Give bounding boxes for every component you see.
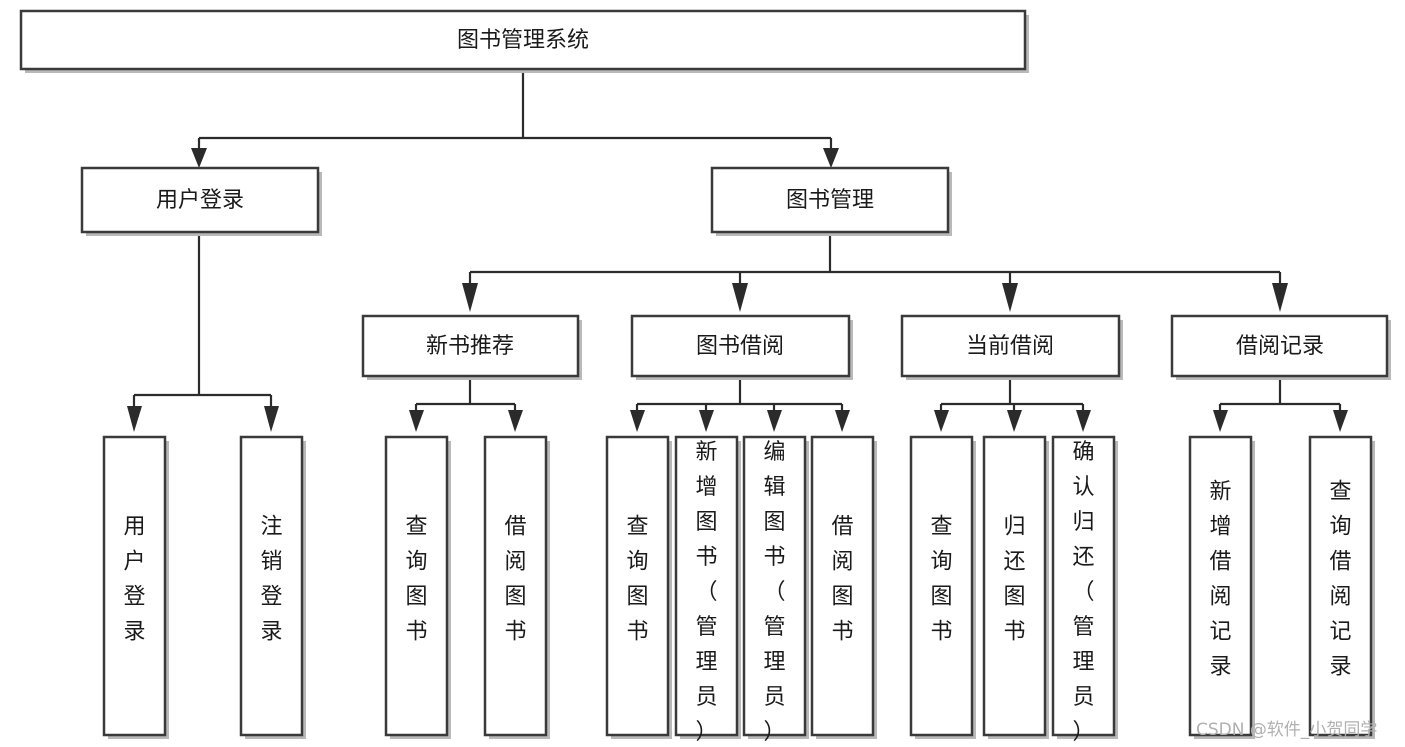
node-book-borrow[interactable]: 图书借阅 bbox=[630, 314, 853, 380]
book-manage-label: 图书管理 bbox=[786, 188, 874, 213]
new-book-recommend-box bbox=[361, 314, 580, 378]
leaf-borrow-book-label: 借阅图书 bbox=[831, 515, 853, 645]
node-leaf-query-book-recommend[interactable]: 查询图书 bbox=[384, 435, 451, 739]
book-borrow-label: 图书借阅 bbox=[696, 334, 784, 359]
user-login-box bbox=[80, 166, 320, 234]
arrow-head-leaf-query-record bbox=[1333, 410, 1348, 432]
arrow-head-leaf-confirm-return bbox=[1076, 410, 1091, 432]
node-user-login[interactable]: 用户登录 bbox=[80, 166, 322, 236]
leaf-query-book-current-label: 查询图书 bbox=[930, 515, 952, 645]
arrow-head-leaf-add-book bbox=[699, 410, 714, 432]
leaf-confirm-return-box bbox=[1051, 435, 1116, 737]
arrow-head-leaf-query-book-borrow bbox=[630, 410, 645, 432]
leaf-user-login-box bbox=[102, 435, 167, 737]
arrow-head-leaf-query-book-recommend bbox=[409, 410, 424, 432]
leaf-add-book-box bbox=[674, 435, 739, 737]
leaf-query-book-recommend-box bbox=[384, 435, 449, 737]
node-current-borrow[interactable]: 当前借阅 bbox=[900, 314, 1123, 380]
current-borrow-label: 当前借阅 bbox=[966, 334, 1054, 359]
node-leaf-add-book[interactable]: 新增图书（管理员） bbox=[674, 435, 741, 745]
book-borrow-box bbox=[630, 314, 851, 378]
arrow-head-borrow-record bbox=[1272, 283, 1288, 312]
leaf-edit-book-label: 编辑图书（管理员） bbox=[763, 440, 785, 745]
leaf-return-book-label: 归还图书 bbox=[1003, 515, 1025, 645]
leaf-add-record-label: 新增借阅记录 bbox=[1209, 480, 1231, 680]
watermark: CSDN @软件_小贺同学 bbox=[1196, 720, 1377, 740]
connector-layer bbox=[127, 69, 1348, 432]
node-leaf-user-login[interactable]: 用户登录 bbox=[102, 435, 169, 739]
arrow-head-book-borrow bbox=[732, 283, 748, 312]
leaf-confirm-return-label: 确认归还（管理员） bbox=[1072, 440, 1094, 745]
arrow-head-leaf-add-record bbox=[1213, 410, 1228, 432]
arrow-head-new-book-recommend bbox=[462, 283, 478, 312]
node-leaf-add-record[interactable]: 新增借阅记录 bbox=[1188, 435, 1255, 739]
arrow-head-leaf-return-book bbox=[1007, 410, 1022, 432]
user-login-label: 用户登录 bbox=[156, 188, 244, 213]
leaf-query-record-label: 查询借阅记录 bbox=[1329, 480, 1351, 680]
arrow-head-leaf-user-login bbox=[127, 406, 142, 432]
node-leaf-query-record[interactable]: 查询借阅记录 bbox=[1308, 435, 1375, 739]
leaf-layer: 用户登录 注销登录 查询图书 借阅图书 查询图书 新增图书（管理员） 编辑图书（管理员） 借阅… bbox=[102, 435, 1375, 745]
leaf-borrow-book-recommend-label: 借阅图书 bbox=[504, 515, 526, 645]
leaf-return-book-box bbox=[982, 435, 1047, 737]
leaf-query-record-box bbox=[1308, 435, 1373, 737]
node-root[interactable]: 图书管理系统 bbox=[19, 9, 1029, 73]
current-borrow-box bbox=[900, 314, 1121, 378]
arrow-head-leaf-borrow-book bbox=[835, 410, 850, 432]
leaf-user-login-label: 用户登录 bbox=[123, 515, 145, 645]
node-book-manage[interactable]: 图书管理 bbox=[710, 166, 952, 236]
root-box bbox=[19, 9, 1027, 71]
node-leaf-return-book[interactable]: 归还图书 bbox=[982, 435, 1049, 739]
borrow-record-label: 借阅记录 bbox=[1236, 334, 1324, 359]
node-leaf-query-book-borrow[interactable]: 查询图书 bbox=[605, 435, 672, 739]
leaf-add-book-label: 新增图书（管理员） bbox=[695, 440, 717, 745]
leaf-logout-box bbox=[239, 435, 304, 737]
arrow-head-leaf-borrow-book-recommend bbox=[508, 410, 523, 432]
node-leaf-confirm-return[interactable]: 确认归还（管理员） bbox=[1051, 435, 1118, 745]
node-leaf-borrow-book[interactable]: 借阅图书 bbox=[810, 435, 877, 739]
arrow-head-leaf-edit-book bbox=[767, 410, 782, 432]
node-leaf-edit-book[interactable]: 编辑图书（管理员） bbox=[742, 435, 809, 745]
arrow-head-current-borrow bbox=[1002, 283, 1018, 312]
book-manage-box bbox=[710, 166, 950, 234]
borrow-record-box bbox=[1170, 314, 1389, 378]
leaf-query-book-current-box bbox=[909, 435, 974, 737]
node-new-book-recommend[interactable]: 新书推荐 bbox=[361, 314, 582, 380]
leaf-borrow-book-recommend-box bbox=[483, 435, 548, 737]
leaf-query-book-borrow-label: 查询图书 bbox=[626, 515, 648, 645]
arrow-head-leaf-logout bbox=[264, 406, 279, 432]
leaf-query-book-borrow-box bbox=[605, 435, 670, 737]
leaf-query-book-recommend-label: 查询图书 bbox=[405, 515, 427, 645]
leaf-borrow-book-box bbox=[810, 435, 875, 737]
leaf-add-record-box bbox=[1188, 435, 1253, 737]
arrow-head-user-login bbox=[191, 148, 207, 168]
arrow-head-book-manage bbox=[823, 148, 839, 168]
node-leaf-borrow-book-recommend[interactable]: 借阅图书 bbox=[483, 435, 550, 739]
new-book-recommend-label: 新书推荐 bbox=[426, 334, 514, 359]
node-leaf-query-book-current[interactable]: 查询图书 bbox=[909, 435, 976, 739]
node-borrow-record[interactable]: 借阅记录 bbox=[1170, 314, 1391, 380]
node-leaf-logout[interactable]: 注销登录 bbox=[239, 435, 306, 739]
root-label: 图书管理系统 bbox=[457, 28, 589, 53]
leaf-logout-label: 注销登录 bbox=[260, 515, 282, 645]
arrow-head-leaf-query-book-current bbox=[934, 410, 949, 432]
leaf-edit-book-box bbox=[742, 435, 807, 737]
